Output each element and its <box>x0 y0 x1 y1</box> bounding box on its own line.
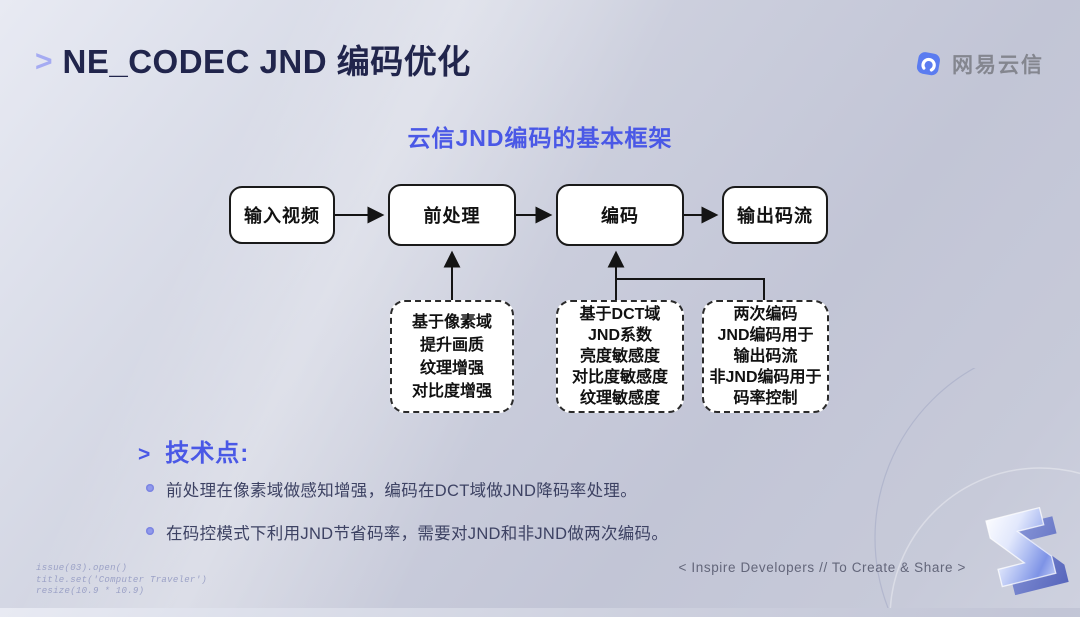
detail-line: 基于DCT域 <box>579 306 661 323</box>
detail-line: 对比度增强 <box>411 382 492 400</box>
flow-box-label: 前处理 <box>423 206 481 226</box>
detail-line: JND编码用于 <box>717 327 814 344</box>
decorative-code-snippet: issue(03).open() title.set('Computer Tra… <box>36 563 207 598</box>
detail-line: 纹理敏感度 <box>579 390 660 407</box>
brand-logo: 网易云信 <box>913 48 1044 80</box>
flow-box-preprocess: 前处理 <box>388 184 516 246</box>
flow-box-label: 输出码流 <box>737 206 813 226</box>
detail-line: 对比度敏感度 <box>571 369 668 386</box>
detail-line: JND系数 <box>587 327 652 344</box>
tech-chevron-icon: > <box>138 443 151 466</box>
list-item: 前处理在像素域做感知增强，编码在DCT域做JND降码率处理。 <box>146 477 668 501</box>
detail-line: 非JND编码用于 <box>709 369 822 386</box>
detail-line: 亮度敏感度 <box>579 348 660 365</box>
detail-box-pixel-domain: 基于像素域 提升画质 纹理增强 对比度增强 <box>390 300 514 413</box>
bullet-text: 在码控模式下利用JND节省码率，需要对JND和非JND做两次编码。 <box>166 525 669 543</box>
tech-points-heading: > 技术点: <box>138 433 249 468</box>
detail-line: 码率控制 <box>733 390 798 407</box>
flow-box-input-video: 输入视频 <box>229 186 335 244</box>
code-line: title.set('Computer Traveler') <box>36 574 208 585</box>
footer-tagline: < Inspire Developers // To Create & Shar… <box>678 560 966 575</box>
detail-line: 提升画质 <box>419 336 484 354</box>
emblem-3d-icon <box>985 506 1069 596</box>
code-line: issue(03).open() <box>36 563 128 573</box>
tech-heading-text: 技术点: <box>165 440 250 467</box>
page-title-text: NE_CODEC JND 编码优化 <box>62 43 471 80</box>
flow-box-output-stream: 输出码流 <box>722 186 828 244</box>
yunxin-logo-icon <box>916 52 940 76</box>
title-chevron-icon: > <box>35 45 53 78</box>
detail-line: 纹理增强 <box>419 359 484 377</box>
detail-box-two-pass-encode: 两次编码 JND编码用于 输出码流 非JND编码用于 码率控制 <box>702 300 829 413</box>
flow-box-encode: 编码 <box>556 184 684 246</box>
diagram-subtitle: 云信JND编码的基本框架 <box>407 125 673 151</box>
detail-line: 基于像素域 <box>411 313 492 331</box>
detail-line: 两次编码 <box>733 306 798 323</box>
flow-box-label: 编码 <box>601 206 639 226</box>
page-title: > NE_CODEC JND 编码优化 <box>35 42 471 82</box>
code-line: resize(10.9 * 10.9) <box>36 586 145 596</box>
bullet-dot-icon <box>146 527 154 535</box>
bullet-text: 前处理在像素域做感知增强，编码在DCT域做JND降码率处理。 <box>166 482 637 500</box>
brand-name: 网易云信 <box>952 54 1044 77</box>
flow-box-label: 输入视频 <box>244 206 320 226</box>
list-item: 在码控模式下利用JND节省码率，需要对JND和非JND做两次编码。 <box>146 520 668 544</box>
detail-box-dct-domain: 基于DCT域 JND系数 亮度敏感度 对比度敏感度 纹理敏感度 <box>556 300 684 413</box>
bullet-dot-icon <box>146 484 154 492</box>
tech-points-list: 前处理在像素域做感知增强，编码在DCT域做JND降码率处理。 在码控模式下利用J… <box>146 477 668 563</box>
detail-line: 输出码流 <box>733 348 798 365</box>
